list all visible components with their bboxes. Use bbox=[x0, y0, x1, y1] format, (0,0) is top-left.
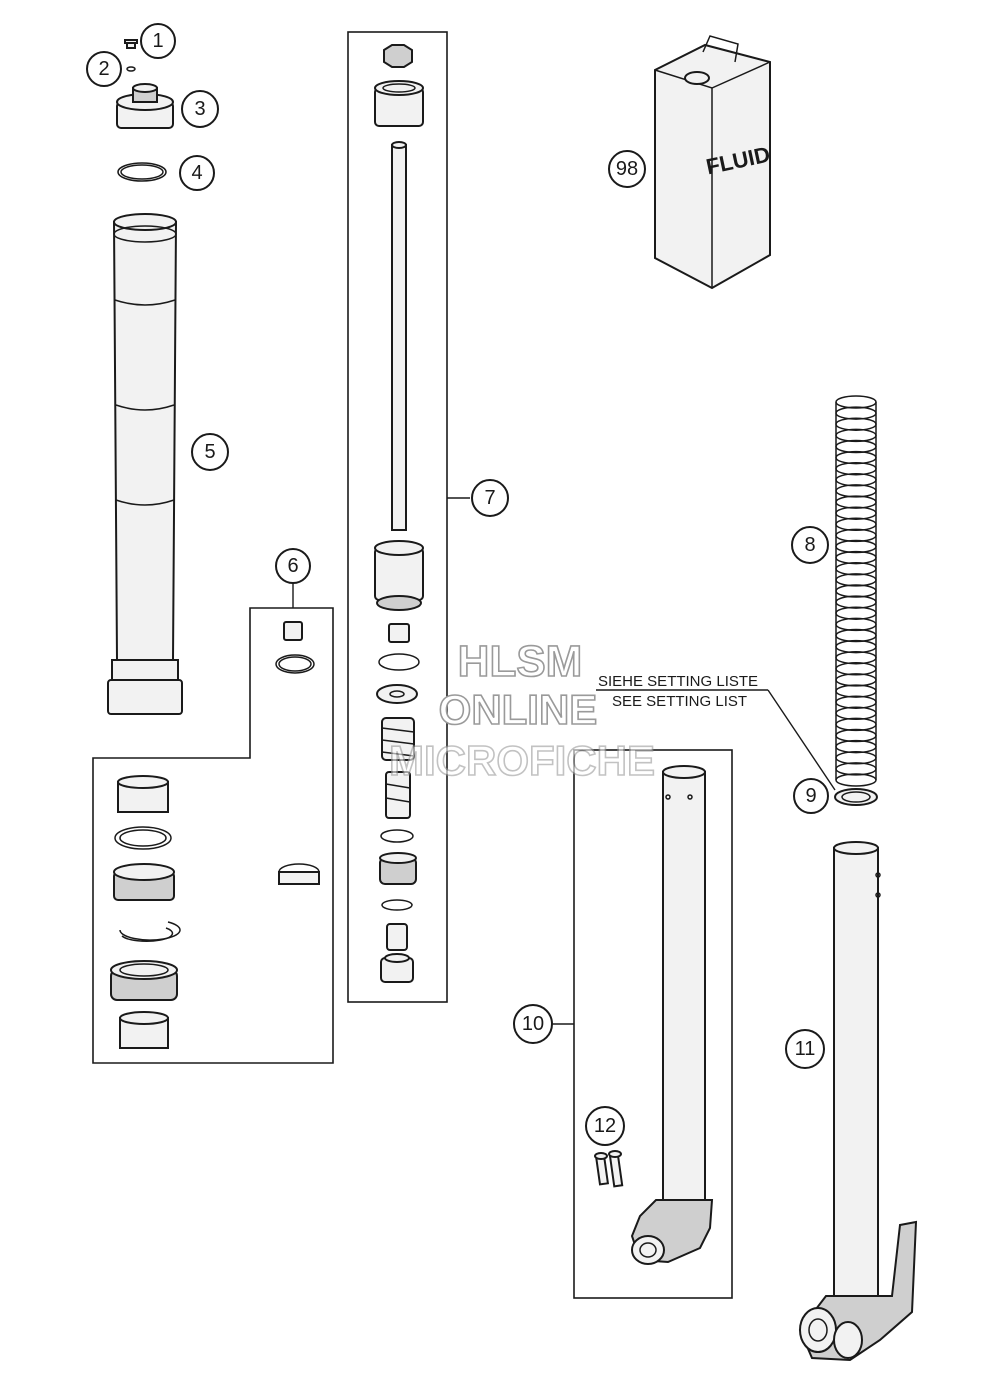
callout-1[interactable]: 1 bbox=[140, 23, 176, 59]
spring-coil bbox=[835, 528, 877, 543]
spring-coil bbox=[835, 673, 877, 687]
spring-coil bbox=[835, 639, 877, 654]
spring-coil bbox=[835, 473, 877, 487]
watermark-line1: HLSM bbox=[458, 637, 583, 686]
watermark: HLSM ONLINE MICROFICHE bbox=[388, 636, 656, 785]
spring-coil bbox=[835, 562, 877, 576]
callout-3-label: 3 bbox=[194, 98, 205, 120]
spring-coil bbox=[835, 495, 877, 509]
spring-coil bbox=[835, 428, 877, 443]
spring-coil bbox=[835, 617, 877, 632]
part-fork-spring[interactable] bbox=[835, 395, 877, 787]
spring-coil bbox=[835, 406, 877, 420]
spring-coil bbox=[835, 395, 877, 409]
callout-4[interactable]: 4 bbox=[179, 155, 215, 191]
part-outer-tube[interactable] bbox=[107, 213, 183, 715]
part-cartridge-assembly[interactable] bbox=[374, 44, 424, 983]
spring-coil bbox=[835, 762, 877, 776]
callout-98-label: 98 bbox=[616, 158, 638, 180]
part-fluid-can[interactable]: FLUID bbox=[654, 35, 772, 290]
part-group-6-components[interactable] bbox=[110, 621, 320, 1049]
part-o-ring[interactable] bbox=[117, 162, 167, 182]
spring-coil bbox=[835, 417, 877, 431]
spring-coil bbox=[835, 751, 877, 765]
spring-coil bbox=[835, 728, 877, 743]
callout-11-label: 11 bbox=[795, 1038, 816, 1060]
callout-3[interactable]: 3 bbox=[181, 90, 219, 128]
callout-10-label: 10 bbox=[522, 1013, 544, 1035]
callout-9[interactable]: 9 bbox=[793, 778, 829, 814]
spring-coil bbox=[835, 573, 877, 587]
watermark-line3: MICROFICHE bbox=[389, 737, 655, 784]
part-inner-tube-right[interactable] bbox=[798, 841, 918, 1362]
spring-coil bbox=[835, 739, 877, 754]
spring-coil bbox=[835, 773, 877, 787]
callout-7[interactable]: 7 bbox=[471, 479, 509, 517]
callout-12[interactable]: 12 bbox=[585, 1106, 625, 1146]
spring-coil bbox=[835, 606, 877, 620]
spring-coil bbox=[835, 439, 877, 454]
group-frame-7 bbox=[347, 31, 470, 1003]
part-screw[interactable] bbox=[124, 39, 138, 49]
spring-coil bbox=[835, 684, 877, 698]
callout-5[interactable]: 5 bbox=[191, 433, 229, 471]
spring-coil bbox=[835, 650, 877, 665]
spring-coil bbox=[835, 662, 877, 676]
callout-2-label: 2 bbox=[98, 58, 109, 80]
setting-list-note: SIEHE SETTING LISTE SEE SETTING LIST bbox=[596, 673, 836, 791]
callout-8-label: 8 bbox=[804, 534, 815, 556]
callout-10[interactable]: 10 bbox=[513, 1004, 553, 1044]
spring-coil bbox=[835, 706, 877, 721]
callout-98[interactable]: 98 bbox=[608, 150, 646, 188]
group-frame-10 bbox=[552, 749, 733, 1299]
part-bolts[interactable] bbox=[594, 1150, 624, 1188]
callout-11[interactable]: 11 bbox=[785, 1029, 825, 1069]
spring-coil bbox=[835, 539, 877, 554]
callout-2[interactable]: 2 bbox=[86, 51, 122, 87]
part-inner-tube-left[interactable] bbox=[630, 765, 714, 1265]
part-screw-cap[interactable] bbox=[116, 83, 174, 129]
callout-1-label: 1 bbox=[152, 30, 163, 52]
watermark-line2: ONLINE bbox=[439, 686, 598, 733]
part-small-washer[interactable] bbox=[126, 66, 136, 72]
note-setting-de: SIEHE SETTING LISTE bbox=[598, 673, 758, 690]
note-setting-en: SEE SETTING LIST bbox=[612, 693, 747, 710]
spring-coil bbox=[835, 584, 877, 598]
callout-9-label: 9 bbox=[805, 785, 816, 807]
group-frame-6 bbox=[92, 582, 334, 1064]
spring-coil bbox=[835, 717, 877, 732]
spring-coil bbox=[835, 484, 877, 498]
part-spring-washer[interactable] bbox=[834, 788, 878, 806]
spring-coil bbox=[835, 517, 877, 532]
spring-coil bbox=[835, 550, 877, 565]
callout-6[interactable]: 6 bbox=[275, 548, 311, 584]
spring-coil bbox=[835, 695, 877, 709]
spring-coil bbox=[835, 628, 877, 643]
spring-coil bbox=[835, 595, 877, 609]
spring-coil bbox=[835, 450, 877, 465]
callout-4-label: 4 bbox=[191, 162, 202, 184]
callout-6-label: 6 bbox=[287, 555, 298, 577]
callout-12-label: 12 bbox=[594, 1115, 616, 1137]
callout-7-label: 7 bbox=[484, 487, 495, 509]
spring-coil bbox=[835, 506, 877, 520]
spring-coil bbox=[835, 461, 877, 476]
callout-5-label: 5 bbox=[204, 441, 215, 463]
callout-8[interactable]: 8 bbox=[791, 526, 829, 564]
